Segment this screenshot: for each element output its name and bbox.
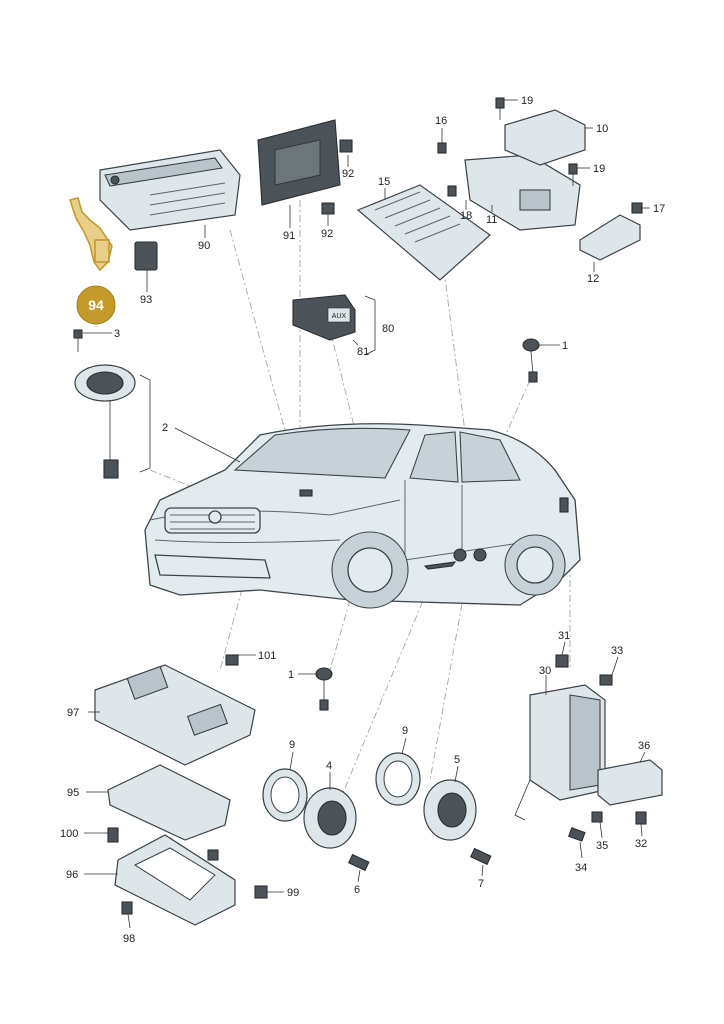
- speaker-4: [303, 787, 357, 849]
- label-17: 17: [653, 203, 665, 215]
- amplifier-15: [356, 184, 491, 281]
- part-number-labels: 19 10 19 17 16 18 11 15 12 92 91 92 90 9…: [60, 95, 665, 945]
- label-1-lower: 1: [288, 669, 294, 681]
- label-91: 91: [283, 230, 295, 242]
- screws-speaker: [347, 847, 492, 872]
- fasteners-bottom-left: [107, 654, 268, 915]
- label-99: 99: [287, 887, 299, 899]
- microphone-1-lower: [315, 667, 333, 711]
- highlight-badge: [76, 285, 116, 325]
- label-9-left: 9: [289, 739, 295, 751]
- label-98: 98: [123, 933, 135, 945]
- label-leaders: [83, 99, 650, 929]
- label-92-lower: 92: [321, 228, 333, 240]
- bracket-12: [579, 214, 641, 261]
- label-90: 90: [198, 240, 210, 252]
- control-unit-10: [504, 109, 586, 166]
- label-80: 80: [382, 323, 394, 335]
- label-4: 4: [326, 760, 332, 772]
- label-101: 101: [258, 650, 276, 662]
- label-5: 5: [454, 754, 460, 766]
- control-unit-90: [99, 149, 241, 231]
- label-35: 35: [596, 840, 608, 852]
- label-30: 30: [539, 665, 551, 677]
- label-11: 11: [486, 214, 497, 226]
- label-18: 18: [460, 210, 472, 222]
- label-36: 36: [638, 740, 650, 752]
- nut-92-lower: [321, 202, 335, 215]
- car-illustration: [144, 423, 581, 609]
- screws-top-right: [437, 97, 643, 214]
- label-32: 32: [635, 838, 647, 850]
- label-16: 16: [435, 115, 447, 127]
- bracket-brace-2: [139, 374, 151, 473]
- label-10: 10: [596, 123, 608, 135]
- bracket-30: [514, 684, 606, 821]
- control-unit-95: [107, 764, 231, 841]
- highlight-label: 94: [88, 297, 104, 313]
- aux-socket-81: AUX: [292, 294, 356, 341]
- label-97: 97: [67, 707, 79, 719]
- aux-badge: AUX: [332, 313, 347, 320]
- label-95: 95: [67, 787, 79, 799]
- label-34: 34: [575, 862, 587, 874]
- label-93: 93: [140, 294, 152, 306]
- wiring-harness-94: 94: [68, 197, 116, 325]
- label-96: 96: [66, 869, 78, 881]
- bracket-brace-80: [364, 295, 376, 356]
- mount-bracket-91: [257, 119, 341, 206]
- speaker-ring-9-left: [262, 768, 308, 822]
- label-33: 33: [611, 645, 623, 657]
- screw-3: [73, 329, 83, 352]
- control-unit-36: [597, 759, 663, 806]
- bracket-96: [114, 834, 236, 926]
- control-unit-97: [94, 664, 256, 766]
- label-19-mid: 19: [593, 163, 605, 175]
- label-31: 31: [558, 630, 570, 642]
- connector-93: [134, 241, 158, 271]
- speaker-ring-9-right: [375, 752, 421, 806]
- label-1-upper: 1: [562, 340, 568, 352]
- speaker-2: [74, 364, 136, 479]
- bracket-11: [464, 154, 581, 231]
- label-9-right: 9: [402, 725, 408, 737]
- label-7: 7: [478, 878, 484, 890]
- label-92-upper: 92: [342, 168, 354, 180]
- label-15: 15: [378, 176, 390, 188]
- speaker-5: [423, 779, 477, 841]
- label-6: 6: [354, 884, 360, 896]
- label-81: 81: [357, 346, 369, 358]
- label-2: 2: [162, 422, 168, 434]
- label-3: 3: [114, 328, 120, 340]
- fasteners-bottom-right: [555, 654, 647, 842]
- nut-92-upper: [339, 139, 353, 153]
- label-100: 100: [60, 828, 78, 840]
- label-19-top: 19: [521, 95, 533, 107]
- microphone-1-upper: [522, 338, 540, 383]
- label-12: 12: [587, 273, 599, 285]
